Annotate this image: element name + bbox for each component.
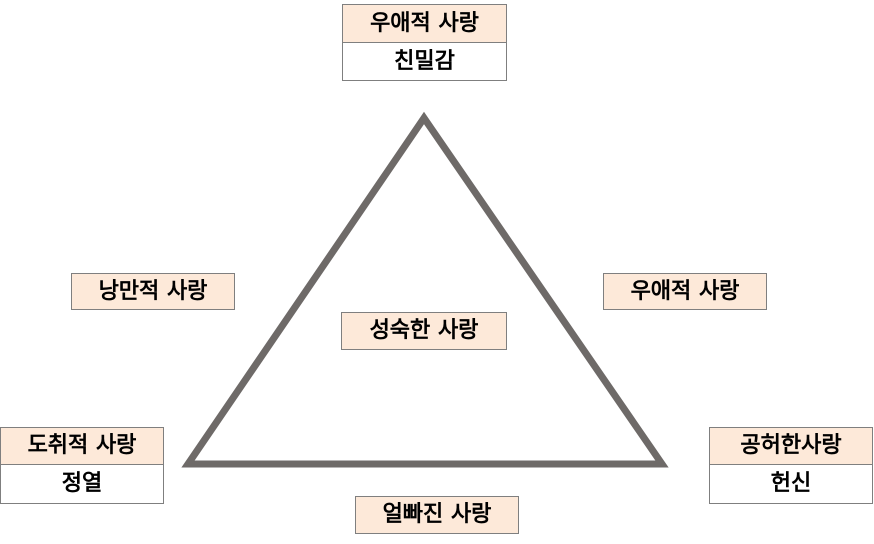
bottom-right-vertex-subtitle: 헌신: [709, 465, 873, 504]
top-vertex-subtitle: 친밀감: [342, 43, 507, 81]
center-label: 성숙한 사랑: [341, 312, 507, 350]
top-vertex-group: 우애적 사랑 친밀감: [342, 4, 507, 81]
right-side-label: 우애적 사랑: [603, 273, 767, 310]
bottom-left-vertex-group: 도취적 사랑 정열: [0, 427, 164, 504]
left-side-label: 낭만적 사랑: [71, 273, 235, 310]
bottom-side-label: 얼빠진 사랑: [355, 496, 519, 534]
bottom-left-vertex-title: 도취적 사랑: [0, 427, 164, 465]
bottom-right-vertex-title: 공허한사랑: [709, 427, 873, 465]
triangle-shape: [181, 111, 669, 468]
bottom-right-vertex-group: 공허한사랑 헌신: [709, 427, 873, 504]
bottom-left-vertex-subtitle: 정열: [0, 465, 164, 504]
top-vertex-title: 우애적 사랑: [342, 4, 507, 43]
